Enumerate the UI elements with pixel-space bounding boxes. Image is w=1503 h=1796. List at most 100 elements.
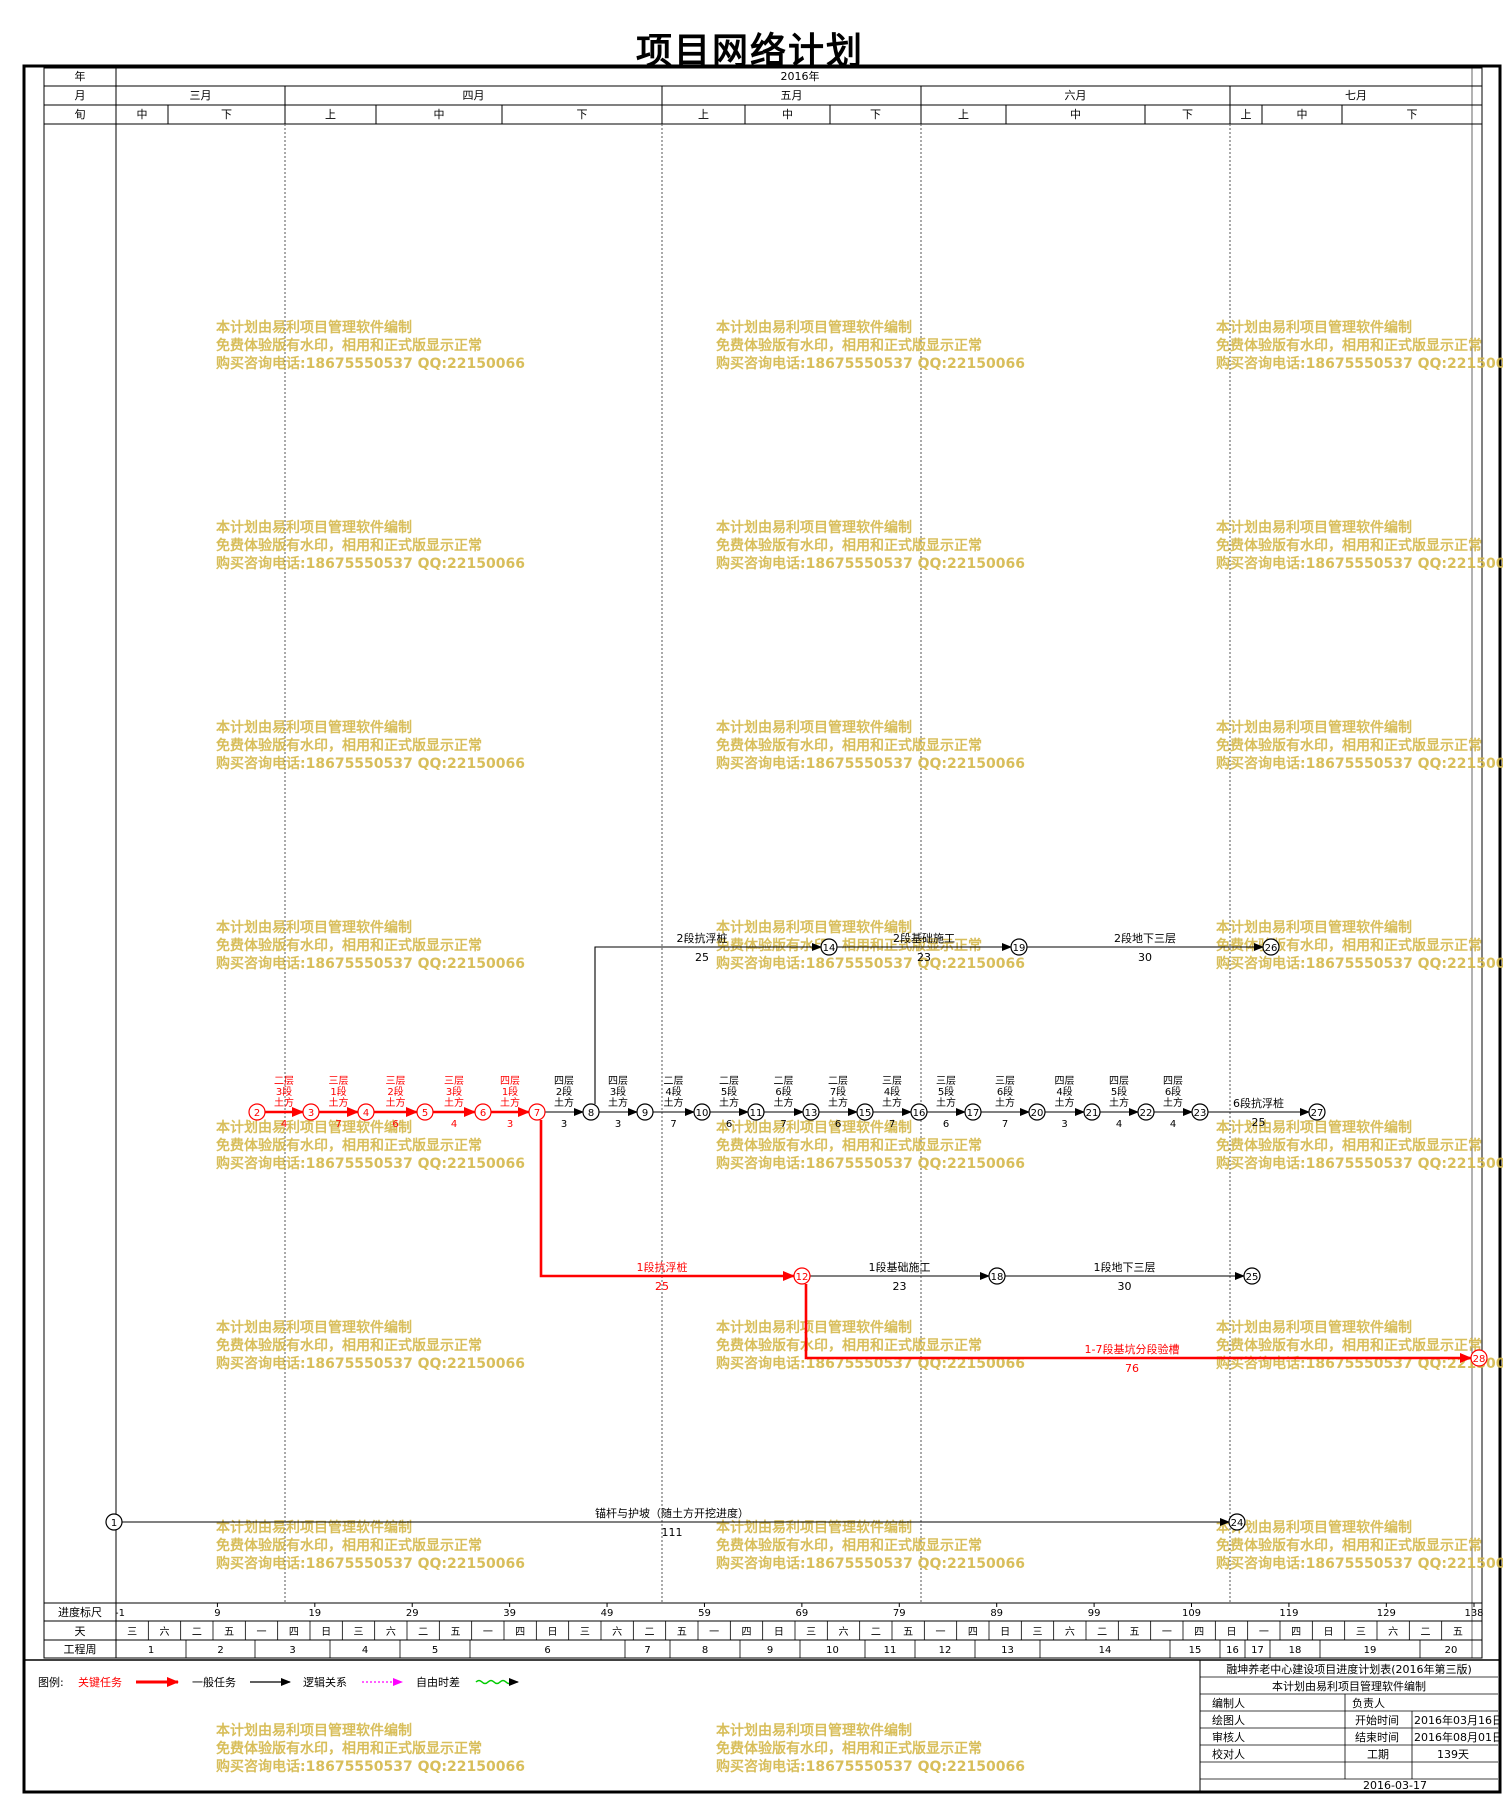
watermark-text: 免费体验版有水印，相用和正式版显示正常	[716, 537, 982, 554]
dekad-cell: 中	[137, 108, 148, 121]
task-label-part: 土方	[1163, 1096, 1183, 1109]
day-cell: 一	[1162, 1627, 1172, 1638]
task-label: 6段抗浮桩	[1233, 1096, 1284, 1110]
task-label-part: 土方	[1055, 1096, 1075, 1109]
watermark-text: 购买咨询电话:18675550537 QQ:22150066	[216, 755, 525, 772]
watermark-text: 购买咨询电话:18675550537 QQ:22150066	[716, 955, 1025, 972]
legend-float-wave	[475, 1679, 513, 1685]
month-cell: 六月	[1065, 89, 1087, 102]
week-cell: 17	[1251, 1645, 1264, 1656]
watermark-text: 免费体验版有水印，相用和正式版显示正常	[1216, 1137, 1482, 1154]
watermark-text: 购买咨询电话:18675550537 QQ:22150066	[1216, 555, 1503, 572]
watermark-text: 本计划由易利项目管理软件编制	[216, 1519, 412, 1536]
event-node	[820, 938, 838, 956]
task-label-part: 2段	[556, 1085, 572, 1098]
progress-mark: 79	[893, 1608, 906, 1619]
week-cell: 13	[1001, 1645, 1014, 1656]
day-cell: 三	[354, 1627, 364, 1638]
task-label-part: 土方	[1109, 1096, 1129, 1109]
watermark-text: 本计划由易利项目管理软件编制	[716, 919, 912, 936]
day-cell: 日	[774, 1627, 784, 1638]
task-duration: 4	[281, 1119, 287, 1130]
day-cell: 二	[1421, 1627, 1431, 1638]
task-label-part: 二层	[664, 1075, 684, 1087]
task-label-part: 三层	[936, 1075, 956, 1087]
day-cell: 三	[1033, 1627, 1043, 1638]
watermark-text: 购买咨询电话:18675550537 QQ:22150066	[716, 355, 1025, 372]
task-label-part: 2段	[387, 1085, 403, 1098]
event-node	[474, 1103, 492, 1121]
checker-label: 校对人	[1212, 1747, 1245, 1761]
node-number: 23	[1194, 1108, 1207, 1119]
task-label-part: 土方	[386, 1096, 406, 1109]
node-number: 21	[1086, 1108, 1099, 1119]
event-node	[528, 1103, 546, 1121]
dekad-cell: 中	[434, 108, 445, 121]
dekad-cell: 下	[577, 108, 588, 121]
month-cell: 四月	[463, 89, 485, 102]
task-duration: 76	[1125, 1362, 1139, 1375]
day-cell: 二	[871, 1627, 881, 1638]
owner-label: 负责人	[1352, 1696, 1385, 1710]
info-table: 融坤养老中心建设项目进度计划表(2016年第三版)本计划由易利项目管理软件编制编…	[1199, 1660, 1503, 1792]
task-duration: 30	[1138, 951, 1152, 964]
task-label-part: 四层	[554, 1075, 574, 1087]
week-cell: 11	[884, 1645, 897, 1656]
task-duration: 7	[335, 1119, 341, 1130]
task-label: 锚杆与护坡（随土方开挖进度）	[595, 1506, 749, 1520]
watermark-text: 本计划由易利项目管理软件编制	[216, 1119, 412, 1136]
start-value: 2016年03月16日	[1414, 1713, 1503, 1727]
watermark-text: 本计划由易利项目管理软件编制	[716, 1722, 912, 1739]
watermark-text: 本计划由易利项目管理软件编制	[716, 319, 912, 336]
duration-label: 工期	[1367, 1748, 1389, 1761]
node-number: 24	[1231, 1518, 1244, 1529]
day-cell: 日	[548, 1627, 558, 1638]
task-label-part: 土方	[774, 1096, 794, 1109]
dekad-cell: 上	[1241, 108, 1252, 121]
task-label-part: 二层	[719, 1075, 739, 1087]
task-arrow	[539, 1120, 795, 1281]
node-number: 10	[696, 1108, 709, 1119]
watermark-text: 本计划由易利项目管理软件编制	[216, 319, 412, 336]
start-label: 开始时间	[1355, 1713, 1399, 1727]
week-row-label: 工程周	[64, 1643, 97, 1656]
week-cell: 12	[939, 1645, 952, 1656]
task-label-part: 3段	[446, 1085, 462, 1098]
reviewer-label: 审核人	[1212, 1730, 1245, 1744]
progress-mark: 39	[503, 1608, 516, 1619]
dekad-cell: 上	[958, 108, 969, 121]
watermark-text: 免费体验版有水印，相用和正式版显示正常	[716, 1337, 982, 1354]
day-cell: 四	[968, 1627, 978, 1638]
watermark-text: 购买咨询电话:18675550537 QQ:22150066	[216, 1555, 525, 1572]
watermark-text: 购买咨询电话:18675550537 QQ:22150066	[216, 1355, 525, 1372]
task-duration: 4	[1170, 1119, 1176, 1130]
task-arrow	[594, 943, 822, 1104]
week-cell: 3	[289, 1645, 295, 1656]
task-label-part: 四层	[500, 1075, 520, 1087]
day-cell: 二	[418, 1627, 428, 1638]
task-duration: 30	[1118, 1280, 1132, 1293]
drafter-label: 绘图人	[1212, 1713, 1245, 1727]
week-cell: 5	[432, 1645, 438, 1656]
task-label: 1段抗浮桩	[637, 1260, 688, 1274]
watermark-text: 免费体验版有水印，相用和正式版显示正常	[1216, 1337, 1482, 1354]
task-label-part: 4段	[665, 1085, 681, 1098]
task-duration: 7	[1002, 1119, 1008, 1130]
day-cell: 三	[580, 1627, 590, 1638]
year-label: 年	[75, 69, 86, 83]
event-node	[793, 1267, 811, 1285]
task-label-part: 三层	[386, 1075, 406, 1087]
watermark-text: 本计划由易利项目管理软件编制	[1216, 919, 1412, 936]
week-cell: 16	[1226, 1645, 1239, 1656]
node-number: 12	[796, 1272, 809, 1283]
watermark-text: 本计划由易利项目管理软件编制	[1216, 1519, 1412, 1536]
task-label-part: 三层	[995, 1075, 1015, 1087]
node-number: 5	[422, 1108, 428, 1119]
event-node	[636, 1103, 654, 1121]
week-cell: 7	[644, 1645, 650, 1656]
task-label-part: 6段	[1165, 1085, 1181, 1098]
year-value: 2016年	[781, 69, 820, 83]
watermark-text: 免费体验版有水印，相用和正式版显示正常	[216, 337, 482, 354]
task-label-part: 土方	[936, 1096, 956, 1109]
dekad-cell: 中	[782, 108, 793, 121]
